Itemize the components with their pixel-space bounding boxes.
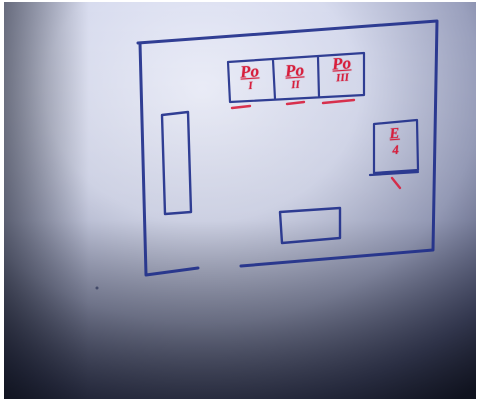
label-e-4: E 4 xyxy=(377,126,413,157)
marker-dot xyxy=(96,287,99,290)
label-po-2: Po II xyxy=(276,61,314,92)
label-e-4-bottom: 4 xyxy=(378,142,413,157)
label-po-2-top: Po xyxy=(276,61,313,80)
label-po-1: Po I xyxy=(231,62,269,93)
label-po-3: Po III xyxy=(323,54,361,85)
label-e-4-top: E xyxy=(377,126,412,143)
label-po-3-top: Po xyxy=(323,54,360,73)
label-po-1-top: Po xyxy=(231,62,268,81)
